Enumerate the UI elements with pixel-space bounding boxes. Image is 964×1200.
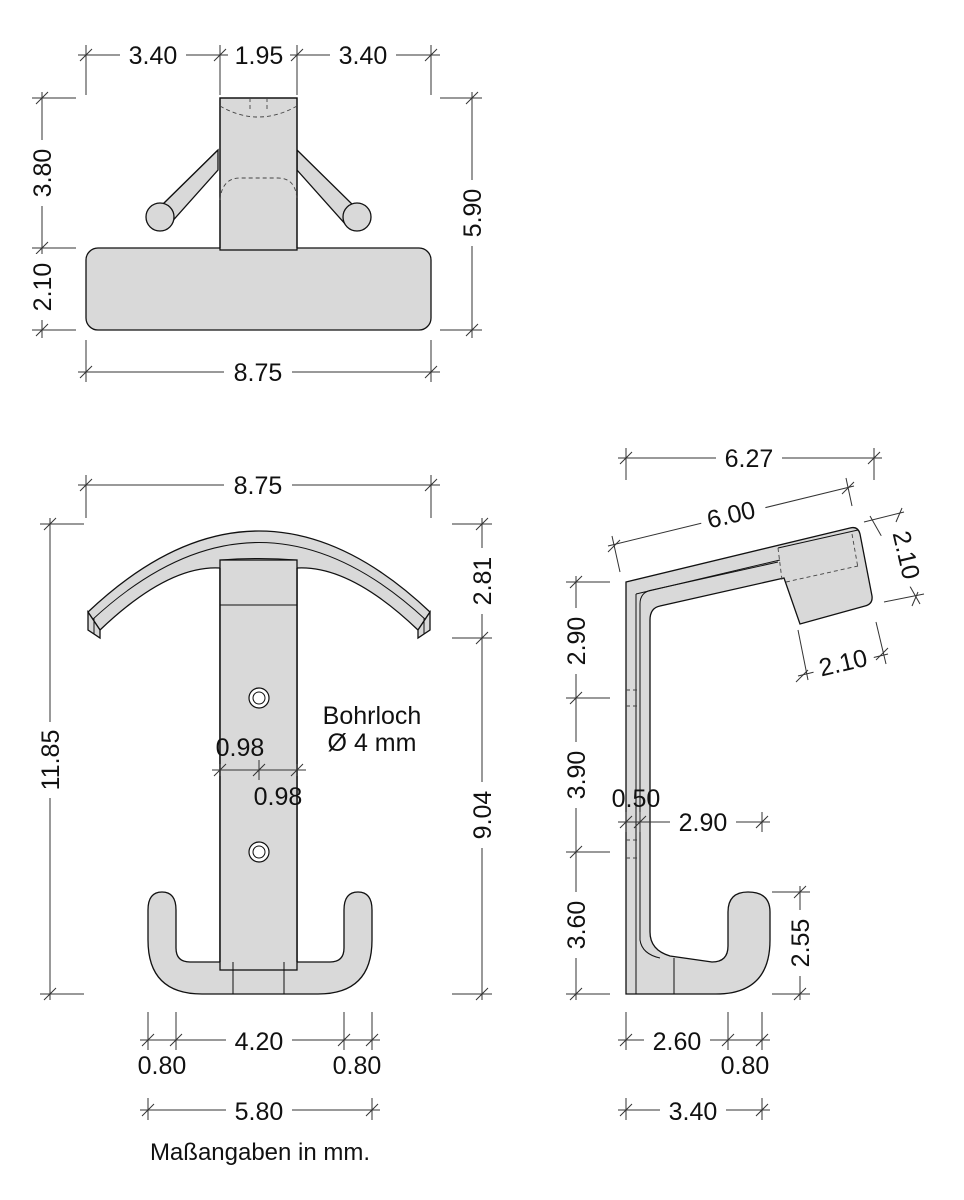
front-view: 8.75 11.85 2.81 9.04 Bohrloch Ø 4 mm 0.9… [36,470,497,1166]
side-hook-height: 2.55 [787,919,815,968]
side-depth: 2.90 [679,809,728,837]
hole-offset-a: 0.98 [216,734,265,762]
side-hook-inner: 2.60 [653,1028,702,1056]
top-view: 3.40 1.95 3.40 3.80 2.10 5.90 8.75 [28,40,487,387]
side-view: 6.27 6.00 2.10 2.10 [562,443,925,1126]
front-lower-height: 9.04 [469,791,497,840]
top-width-middle: 1.95 [235,42,284,70]
side-seg-lower: 3.60 [563,901,591,950]
top-width-left: 3.40 [129,42,178,70]
top-left-lower: 2.10 [29,263,57,312]
side-hook-wall: 0.80 [721,1052,770,1080]
top-width-right: 3.40 [339,42,388,70]
top-right-total: 5.90 [459,189,487,238]
top-left-upper: 3.80 [29,149,57,198]
side-view-part [625,526,873,995]
front-overall-width: 5.80 [235,1098,284,1126]
side-seg-middle: 3.90 [563,751,591,800]
footer-note: Maßangaben in mm. [150,1139,370,1166]
side-arm-length: 6.00 [704,496,758,534]
side-overall-depth: 3.40 [669,1098,718,1126]
front-hook-left: 0.80 [138,1052,187,1080]
side-top-width: 6.27 [725,445,774,473]
front-total-height: 11.85 [37,730,65,791]
front-inner-width: 4.20 [235,1028,284,1056]
hole-label-line1: Bohrloch [323,702,422,730]
top-bottom-width: 8.75 [234,359,283,387]
front-arc-height: 2.81 [469,557,497,606]
side-thickness: 0.50 [612,785,661,813]
hole-label-line2: Ø 4 mm [328,729,417,757]
front-hook-right: 0.80 [333,1052,382,1080]
side-seg-upper: 2.90 [563,617,591,666]
top-view-part [85,97,432,331]
front-top-width: 8.75 [234,472,283,500]
hole-offset-b: 0.98 [254,783,303,811]
side-tip-width: 2.10 [816,644,870,682]
